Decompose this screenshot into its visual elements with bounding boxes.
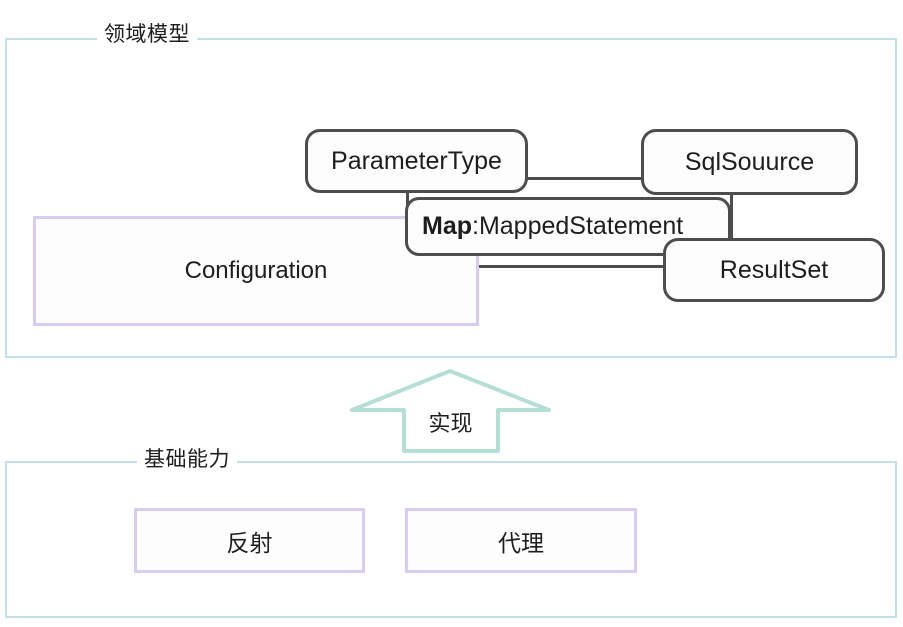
node-sql-souurce[interactable]: SqlSouurce [641, 129, 858, 195]
node-mapped-statement[interactable]: Map:MappedStatement [405, 197, 731, 256]
node-mapped-statement-key: Map [422, 212, 472, 240]
node-result-set[interactable]: ResultSet [663, 238, 885, 302]
connector-sqlsouurce-resultset [730, 190, 733, 248]
implements-arrow [348, 366, 553, 456]
node-configuration[interactable]: Configuration [33, 216, 479, 326]
domain-model-layer-box [5, 38, 897, 358]
node-reflection[interactable]: 反射 [134, 508, 365, 573]
node-mapped-statement-value: :MappedStatement [472, 212, 684, 240]
foundation-layer-title: 基础能力 [137, 449, 237, 470]
foundation-layer-box [5, 461, 897, 618]
node-parameter-type[interactable]: ParameterType [305, 129, 528, 193]
node-proxy[interactable]: 代理 [405, 508, 637, 573]
connector-mappedstatement-resultset [470, 265, 675, 268]
domain-model-layer-title: 领域模型 [97, 24, 197, 45]
connector-parametertype-sqlsouurce [524, 177, 644, 180]
up-arrow-icon [350, 369, 551, 453]
connector-parametertype-mappedstatement [406, 188, 409, 210]
